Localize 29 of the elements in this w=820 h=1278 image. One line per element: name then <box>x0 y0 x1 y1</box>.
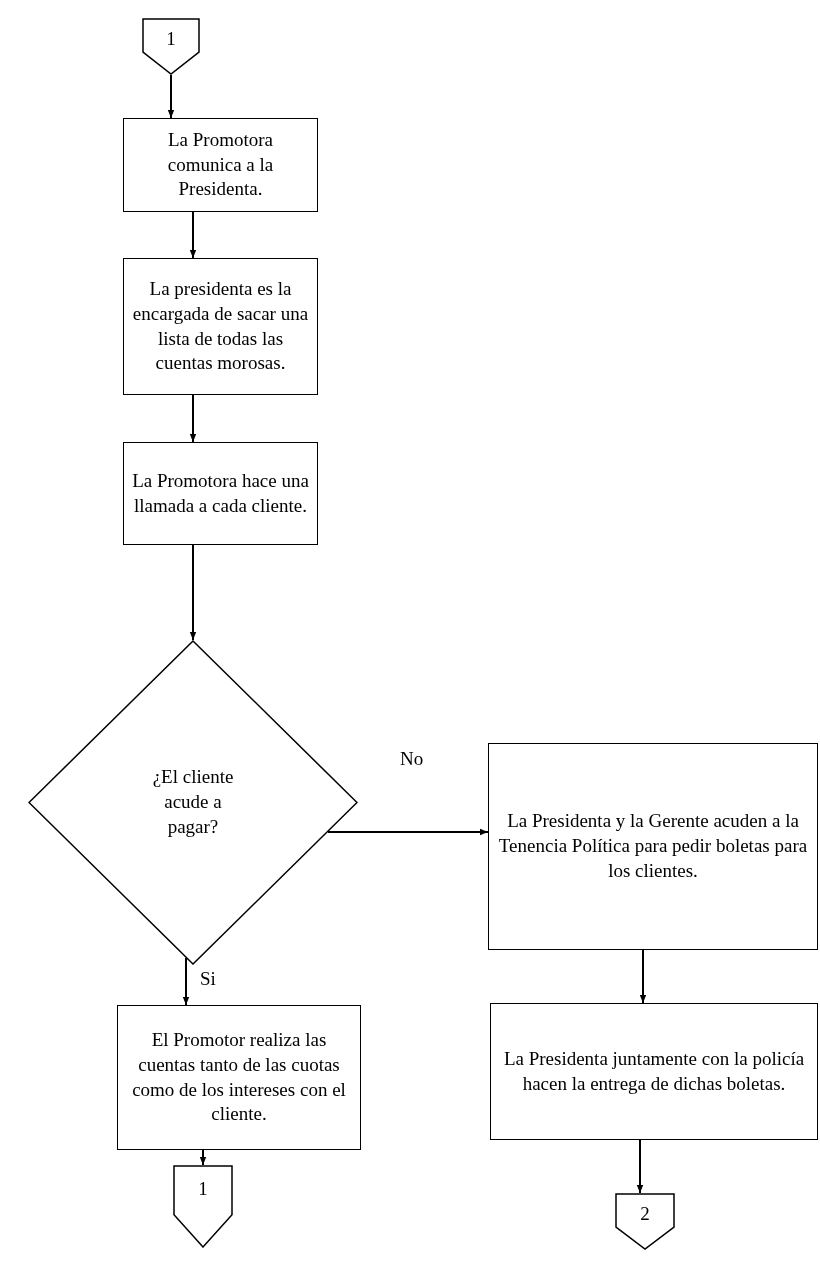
node-text: 1 <box>198 1177 208 1202</box>
arrow <box>189 544 197 641</box>
arrow <box>189 394 197 443</box>
process-box <box>488 743 818 950</box>
process-box <box>123 442 318 545</box>
process-box <box>123 258 318 395</box>
node-text: ¿El cliente acude a pagar? <box>151 765 235 839</box>
process-box <box>123 118 318 212</box>
arrow <box>199 1149 207 1166</box>
arrow <box>639 949 647 1004</box>
arrow <box>167 74 175 119</box>
node-text: El Promotor realiza las cuentas tanto de las cuotas como de los intereses con el cliente. <box>131 1028 347 1127</box>
node-text: La Presidenta y la Gerente acuden a la Tenencia Política para pedir boletas para los clientes. <box>497 809 809 883</box>
off-page-connector <box>142 18 200 75</box>
node-text: 1 <box>166 26 176 51</box>
node-text: 2 <box>640 1201 650 1226</box>
off-page-connector <box>615 1193 675 1250</box>
process-box <box>490 1003 818 1140</box>
node-text: La Promotora hace una llamada a cada cliente. <box>131 468 310 518</box>
arrow <box>636 1139 644 1194</box>
node-text: La Promotora comunica a la Presidenta. <box>166 127 275 202</box>
arrow <box>189 211 197 259</box>
node-text: La presidenta es la encargada de sacar una lista de todas las cuentas morosas. <box>131 277 310 376</box>
node-text: La Presidenta juntamente con la policía hacen la entrega de dichas boletas. <box>502 1046 806 1096</box>
process-box <box>117 1005 361 1150</box>
arrow <box>182 957 190 1006</box>
arrow <box>327 828 489 836</box>
decision-diamond <box>28 640 358 965</box>
off-page-connector <box>173 1165 233 1248</box>
